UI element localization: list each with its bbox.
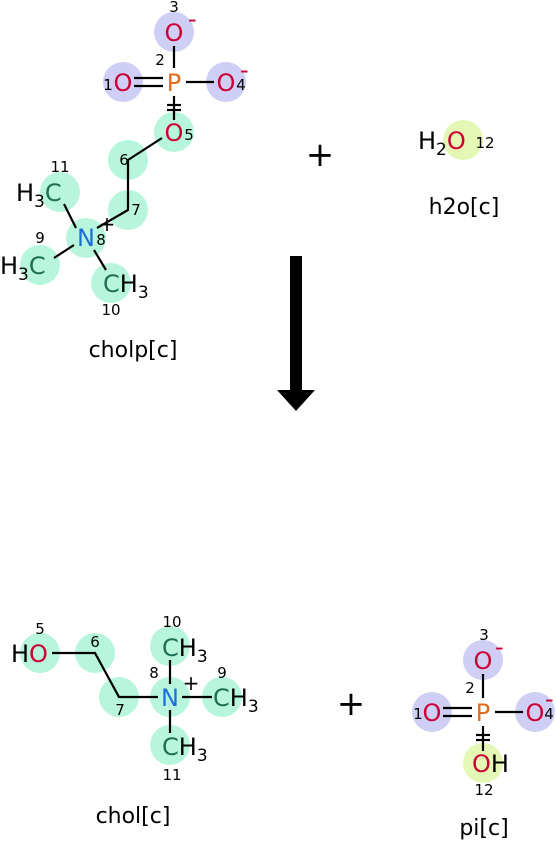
atom-n8b: N: [161, 684, 179, 712]
atom-c11: H3C: [16, 179, 62, 212]
bond-n-c10: [93, 249, 107, 271]
bond-chain-b: [52, 651, 158, 699]
atom-o3c: O: [474, 647, 493, 675]
atom-highlight-10: [91, 263, 131, 303]
atom-o4: O: [217, 69, 236, 97]
pi-molecule: 3 O - 2 P 1 O O 4 - OH 12 pi[c]: [412, 626, 555, 841]
bond-chain: [96, 137, 163, 229]
atom-highlight-3c: [463, 640, 503, 680]
atom-pc: P: [476, 699, 490, 727]
atom-ho5: HO: [11, 640, 48, 668]
atom-highlight-9b: [202, 677, 242, 717]
atom-highlight-5b: [20, 633, 60, 673]
atom-number-10: 10: [101, 301, 120, 319]
atom-highlight-10b: [150, 626, 190, 666]
charge-n8: +: [99, 212, 116, 236]
atom-number-12: 12: [475, 134, 494, 152]
reactant-name-h2o: h2o[c]: [429, 195, 500, 220]
atom-number-5: 5: [184, 126, 194, 144]
atom-number-5b: 5: [35, 620, 45, 638]
atom-number-6b: 6: [90, 633, 100, 651]
atom-number-10b: 10: [162, 613, 181, 631]
atom-c9: H3C: [0, 252, 46, 285]
atom-highlight-11b: [150, 725, 190, 765]
atom-o1c: O: [423, 699, 442, 727]
atom-number-8b: 8: [149, 664, 159, 682]
atom-number-1c: 1: [413, 705, 423, 723]
atom-h2o: H2O: [418, 127, 466, 160]
product-name-pi: pi[c]: [459, 816, 508, 841]
atom-o1: O: [114, 69, 133, 97]
atom-number-3: 3: [169, 0, 179, 16]
atom-highlight-1c: [412, 692, 452, 732]
atom-o4c: O: [526, 699, 545, 727]
atom-number-9: 9: [35, 229, 45, 247]
atom-number-12c: 12: [474, 781, 493, 799]
atom-number-2c: 2: [465, 679, 475, 697]
atom-n8: N: [77, 224, 95, 252]
charge-o4: -: [240, 56, 249, 84]
bond-n-c9: [53, 244, 75, 259]
atom-highlight-4c: [515, 692, 555, 732]
bond-n-c11: [63, 203, 77, 229]
atom-number-4: 4: [236, 76, 246, 94]
product-name-chol: chol[c]: [96, 804, 171, 829]
atom-highlight-11: [40, 172, 80, 212]
atom-number-6: 6: [119, 151, 129, 169]
atom-number-11: 11: [50, 158, 69, 176]
atom-o5: O: [165, 119, 184, 147]
atom-highlight-5: [154, 112, 194, 152]
atom-highlight-12: [443, 120, 483, 160]
atom-number-11b: 11: [162, 766, 181, 784]
atom-number-2: 2: [155, 51, 165, 69]
cholp-molecule: O - 3 2 P 1 O O 4 - O 5 6 7 N 8 + 11 H3C…: [0, 0, 249, 363]
atom-number-3c: 3: [479, 626, 489, 644]
chol-molecule: 5 HO 6 7 8 N + 10 CH3 9 CH3 CH3 11 chol[…: [11, 613, 259, 829]
atom-highlight-1: [103, 62, 143, 102]
atom-number-7: 7: [131, 201, 141, 219]
atom-highlight-9: [20, 245, 60, 285]
charge-o3: -: [188, 5, 197, 33]
atom-number-4c: 4: [544, 705, 554, 723]
plus-sign-reactants: +: [306, 135, 335, 175]
atom-highlight-3: [154, 12, 194, 52]
h2o-molecule: H2O 12 h2o[c]: [418, 120, 499, 220]
atom-highlight-8b: [150, 677, 190, 717]
charge-o3c: -: [495, 633, 504, 661]
atom-c11b: CH3: [162, 733, 208, 766]
atom-c9b: CH3: [213, 684, 259, 717]
atom-highlight-4: [206, 62, 246, 102]
atom-number-9b: 9: [217, 664, 227, 682]
atom-number-7b: 7: [115, 701, 125, 719]
atom-p: P: [167, 69, 181, 97]
atom-number-8: 8: [96, 231, 106, 249]
atom-o3: O: [165, 19, 184, 47]
down-arrow-icon: [277, 256, 315, 411]
plus-sign-products: +: [337, 684, 366, 724]
atom-oh12: OH: [472, 750, 509, 778]
reactant-name-cholp: cholp[c]: [89, 338, 178, 363]
atom-c10b: CH3: [162, 634, 208, 667]
charge-n8b: +: [183, 671, 200, 695]
atom-highlight-12c: [463, 743, 503, 783]
atom-c10: CH3: [103, 270, 149, 303]
atom-number-1: 1: [103, 76, 113, 94]
charge-o4c: -: [545, 685, 554, 713]
